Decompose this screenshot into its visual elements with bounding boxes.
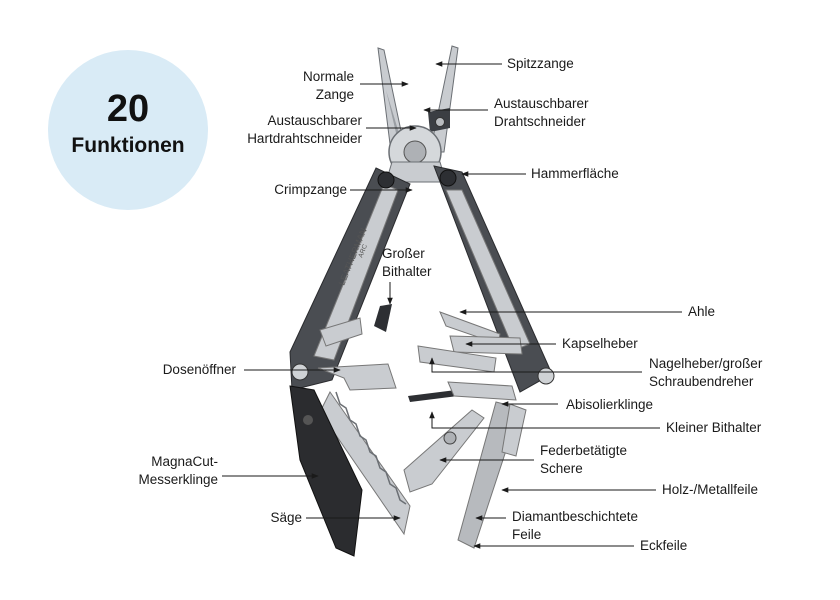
left-handle-model: ARC xyxy=(357,243,369,259)
label-crimpzange: Crimpzange xyxy=(274,182,347,197)
bit-holder-large xyxy=(374,304,392,332)
label-hammerflaeche: Hammerfläche xyxy=(531,166,619,181)
cutter-screw xyxy=(435,117,445,127)
scissors-pivot xyxy=(443,431,457,445)
label-ahle: Ahle xyxy=(688,304,716,319)
label-kapselheber: Kapselheber xyxy=(562,336,638,351)
label-drahtschneider: Austauschbarer Drahtschneider xyxy=(494,96,589,129)
corner-file xyxy=(501,403,527,457)
right-handle-rivet-top xyxy=(439,169,457,187)
label-schere: Federbetätigte Schere xyxy=(540,443,628,476)
right-handle-rivet-bottom xyxy=(537,367,555,385)
leader-bithalter-klein xyxy=(429,411,660,429)
saw-blade xyxy=(319,391,411,536)
label-nagelheber: Nagelheber/großer Schraubendreher xyxy=(649,356,763,389)
left-handle-rivet-top xyxy=(377,171,395,189)
label-normale-zange: Normale Zange xyxy=(302,69,354,102)
pivot-center xyxy=(403,140,427,164)
label-bithalter-gross: Großer Bithalter xyxy=(382,246,432,279)
knife-thumb-hole xyxy=(303,415,313,425)
bottle-opener-tool xyxy=(449,335,523,355)
badge-number: 20 xyxy=(106,88,150,130)
can-opener-tool xyxy=(319,317,363,347)
label-hartdrahtschneider: Austauschbarer Hartdrahtschneider xyxy=(247,113,362,146)
left-handle-rivet-bottom xyxy=(291,363,309,381)
badge-text: Funktionen xyxy=(71,134,185,157)
function-count-badge: 20 Funktionen xyxy=(48,50,208,210)
label-abisolierklinge: Abisolierklinge xyxy=(566,397,654,412)
label-feile: Holz-/Metallfeile xyxy=(662,482,759,497)
saw-teeth xyxy=(335,391,407,505)
leader-nagelheber xyxy=(429,357,642,373)
label-saege: Säge xyxy=(270,510,302,525)
label-diamantfeile: Diamantbeschichtete Feile xyxy=(512,509,639,542)
label-dosenoeffner: Dosenöffner xyxy=(162,362,236,377)
wire-stripper-blade xyxy=(447,381,517,401)
label-messerklinge: MagnaCut- Messerklinge xyxy=(138,454,218,487)
left-handle-scale xyxy=(313,183,399,361)
scissors-tool xyxy=(403,409,485,493)
label-spitzzange: Spitzzange xyxy=(507,56,574,71)
label-bithalter-klein: Kleiner Bithalter xyxy=(666,420,762,435)
label-eckfeile: Eckfeile xyxy=(640,538,688,553)
knife-blade xyxy=(289,385,363,557)
